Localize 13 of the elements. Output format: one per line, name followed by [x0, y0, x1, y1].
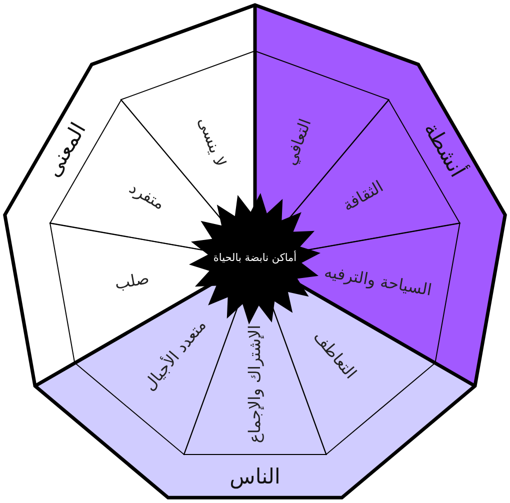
wedge-label: التعافي	[281, 116, 314, 167]
wedge-label: الإشتراك والإجماع	[246, 324, 264, 444]
wedge-label: الثقافة	[340, 178, 386, 215]
wedge-label: متعدد الأجيال	[140, 316, 210, 394]
wedge-label: متفرد	[126, 180, 168, 214]
band-label: المعنى	[42, 118, 91, 182]
wedge-label: لا ينسى	[195, 114, 230, 169]
band-label: الناس	[230, 465, 280, 489]
wedge-label: التعاطف	[310, 328, 360, 382]
band-label: أنشطة	[419, 118, 468, 182]
wedge-label: السياحة والترفيه	[323, 262, 434, 299]
center-label: أماكن نابضة بالحياة	[213, 253, 297, 265]
wedge-label: صلب	[113, 269, 150, 292]
